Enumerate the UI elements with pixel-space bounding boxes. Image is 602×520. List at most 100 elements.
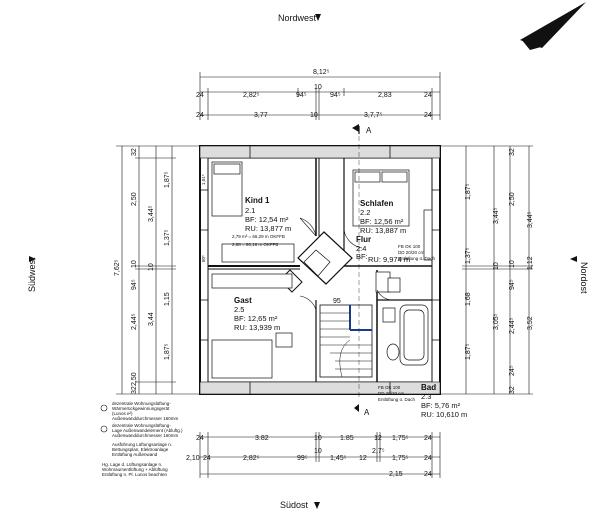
compass-left-label: Südwest — [27, 257, 37, 292]
dim-left-c2-3: 10 — [131, 260, 138, 268]
section-line-a: A — [354, 136, 370, 417]
dim-bot-r3-1: 24 — [424, 471, 432, 478]
dim-right-c2-0: 3,44⁵ — [493, 207, 500, 224]
room-bad-name: Bad — [421, 383, 436, 392]
exhaust-unit-icon — [100, 425, 108, 433]
dim-right-c1-3: 10 — [509, 260, 516, 268]
dim-top-r2-3: 10 — [314, 84, 322, 91]
furniture — [211, 161, 433, 379]
legend-note-4: Wohnraumentlüftung + Ablüftung — [102, 467, 168, 472]
dim-top-r2-0: 24 — [196, 92, 204, 99]
dim-left-c2-7: 2,50 — [131, 372, 138, 386]
dim-bot-r2-3: 99⁵ — [297, 455, 308, 462]
dim-bot-r1-4: 12 — [374, 435, 382, 442]
legend-note-2: Entlüftung Außenwand — [112, 452, 158, 457]
dim-bot-r2-1: 24 — [203, 455, 211, 462]
room-bad-ru: RU: 10,610 m — [421, 410, 467, 419]
dim-left-c2-6: 1,87⁵ — [164, 343, 171, 360]
dim-top-r2-1: 2,82⁵ — [243, 92, 260, 99]
dim-right-c3-2: 1,68 — [465, 292, 472, 306]
dim-top-r2-4: 94⁵ — [330, 92, 341, 99]
room-gast-ru: RU: 13,939 m — [234, 323, 280, 332]
legend-2-2: Außenwanddurchmesser 160mm — [112, 433, 179, 438]
dim-right-small-0: 3,05⁵ — [493, 313, 500, 330]
top-dimension-chain — [199, 72, 441, 120]
dim-bot-r2-9: 24 — [424, 455, 432, 462]
wc — [386, 343, 400, 361]
room-bad-bf: BF: 5,76 m² — [421, 401, 461, 410]
dim-left-small-0: 1,01⁵ — [201, 174, 206, 185]
compass-right-marker-icon — [570, 256, 577, 262]
legend: dezentrale Wohnungslüftung- Wärmerückgew… — [100, 401, 183, 477]
dim-bot-r2-4: 10 — [314, 448, 322, 455]
compass-left-marker-icon — [29, 256, 36, 262]
dim-bot-r2-6: 12 — [359, 455, 367, 462]
room-gast-name: Gast — [234, 296, 252, 305]
dim-bot-r2-0: 2,10 — [186, 455, 200, 462]
dim-right-c1-5: 2,44⁵ — [509, 317, 516, 334]
dim-bot-r1-3: 1.85 — [340, 435, 354, 442]
dim-bot-r2-8: 1,75⁵ — [392, 455, 409, 462]
dim-bot-r1-0: 24 — [196, 435, 204, 442]
bad-note-2: DD 20/20 cm — [378, 391, 405, 396]
room-kind1-name: Kind 1 — [245, 196, 270, 205]
dim-left-c2-5: 2,44⁵ — [131, 313, 138, 330]
compass-bottom-marker-icon — [314, 502, 320, 509]
dim-bot-r1-5: 1,75⁵ — [392, 435, 409, 442]
dim-left-c3-2: 3,44 — [148, 312, 155, 326]
dim-right-c2-2: 3,44⁵ — [527, 211, 534, 228]
bottom-dimension-chain — [199, 432, 441, 478]
dim-left-c2-2: 1,87⁵ — [164, 171, 171, 188]
legend-note-1: Bettungsplan, Elektroanlage — [112, 447, 169, 452]
dim-bot-r1-2: 10 — [314, 435, 322, 442]
dim-right-c1-0: 32 — [509, 148, 516, 156]
dim-left-c3-0: 3,44⁵ — [148, 205, 155, 222]
dim-top-total: 8,12⁵ — [313, 69, 330, 76]
dim-bot-r2-7: 2,7⁵ — [372, 448, 385, 455]
dim-top-r2-2: 94⁵ — [296, 92, 307, 99]
building-walls — [199, 145, 441, 395]
dim-right-c1-7: 32 — [509, 386, 516, 394]
dim-right-c3-3: 1,87⁵ — [465, 343, 472, 360]
kind1-annotation-2: 2,68 = 66,18 m OKFFB — [232, 242, 278, 247]
dim-top-r3-1: 3,77 — [254, 112, 268, 119]
room-schlafen-num: 2.2 — [360, 208, 370, 217]
stair-treads — [320, 312, 372, 378]
dim-left-small-2: 1,37⁵ — [164, 229, 171, 246]
dim-top-r3-2: 10 — [310, 112, 318, 119]
dim-right-c1-6: 24⁵ — [509, 365, 516, 376]
washbasin — [382, 307, 396, 323]
left-dimension-chain — [116, 145, 200, 395]
room-flur-ru: RU: 9,974 m — [368, 255, 410, 264]
dim-right-c3-1: 1,37⁵ — [465, 247, 472, 264]
room-bad-num: 2.3 — [421, 392, 431, 401]
dim-left-c2-1: 2,50 — [131, 192, 138, 206]
bad-note-3: Entlüftung ü. Dach — [378, 397, 416, 402]
room-kind1: Kind 1 2.1 BF: 12,54 m² RU: 13,877 m 2,7… — [232, 196, 291, 247]
room-flur-bf: BF: — [356, 252, 368, 261]
legend-1-0: dezentrale Wohnungslüftung- — [112, 401, 171, 406]
flur-note-2: DD 20/20 cm — [398, 250, 425, 255]
dim-bot-r1-6: 24 — [424, 435, 432, 442]
bed-gast — [211, 339, 273, 379]
room-flur-name: Flur — [356, 235, 371, 244]
dim-top-r2-5: 2,83 — [378, 92, 392, 99]
bad-note-1: FB OK 100 — [378, 385, 401, 390]
dim-left-c2-0: 32 — [131, 148, 138, 156]
window-markers — [200, 146, 440, 394]
room-bad: Bad 2.3 BF: 5,76 m² RU: 10,610 m FB OK 1… — [378, 383, 467, 419]
flur-note-1: FB OK 100 — [398, 244, 421, 249]
dim-bot-r2-2: 2,82⁵ — [243, 455, 260, 462]
dim-left-small-3: 1,15 — [164, 292, 171, 306]
room-kind1-ru: RU: 13,877 m — [245, 224, 291, 233]
compass-top-label: Nordwest — [278, 13, 317, 23]
room-gast-bf: BF: 12,65 m² — [234, 314, 278, 323]
room-schlafen-bf: BF: 12,56 m² — [360, 217, 404, 226]
compass-bottom-label: Südost — [280, 500, 309, 510]
legend-2-1: Lage Außenwandelement (Abluftg.) — [112, 428, 183, 433]
section-mark-top-label: A — [366, 126, 372, 135]
room-gast: Gast 2.5 BF: 12,65 m² RU: 13,939 m — [234, 296, 280, 332]
right-dimension-chain — [440, 145, 533, 395]
legend-note-5: Entlüftung n. Pl. Lunos beachten — [102, 472, 168, 477]
